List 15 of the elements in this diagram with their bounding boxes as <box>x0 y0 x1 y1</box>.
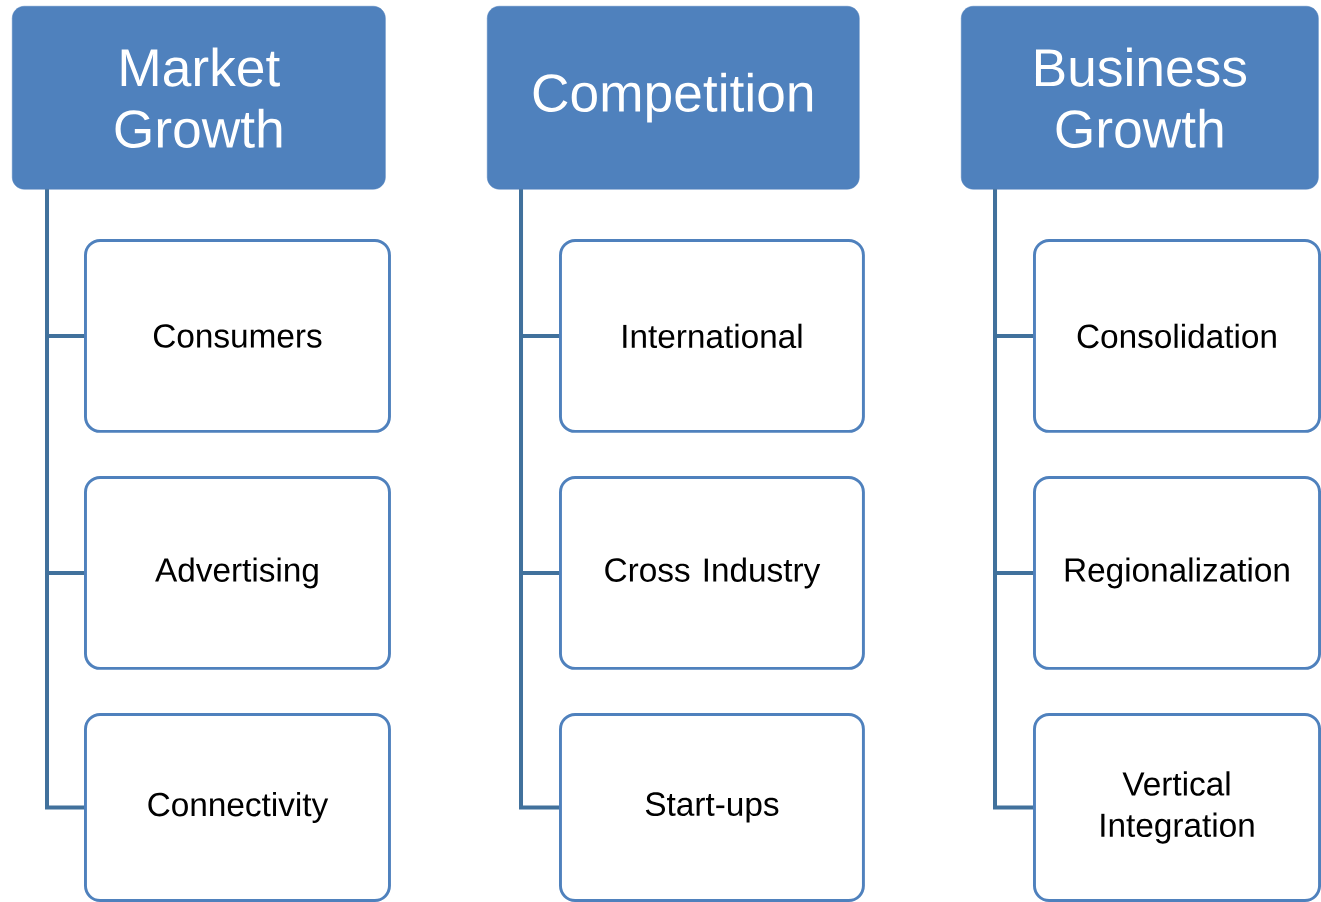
item-box: Advertising <box>84 476 391 670</box>
item-box: International <box>559 239 865 433</box>
item-box: Connectivity <box>84 713 391 902</box>
header-box: Market Growth <box>12 6 386 190</box>
item-box: Start-ups <box>559 713 865 902</box>
item-box: Cross Industry <box>559 476 865 670</box>
header-box: Competition <box>487 6 860 190</box>
connector-line <box>993 189 1033 810</box>
item-box: Regionalization <box>1033 476 1321 670</box>
item-box: Vertical Integration <box>1033 713 1321 902</box>
header-box: Business Growth <box>961 6 1319 190</box>
connector-line <box>45 189 84 810</box>
connector-line <box>519 189 559 810</box>
item-box: Consolidation <box>1033 239 1321 433</box>
item-box: Consumers <box>84 239 391 433</box>
